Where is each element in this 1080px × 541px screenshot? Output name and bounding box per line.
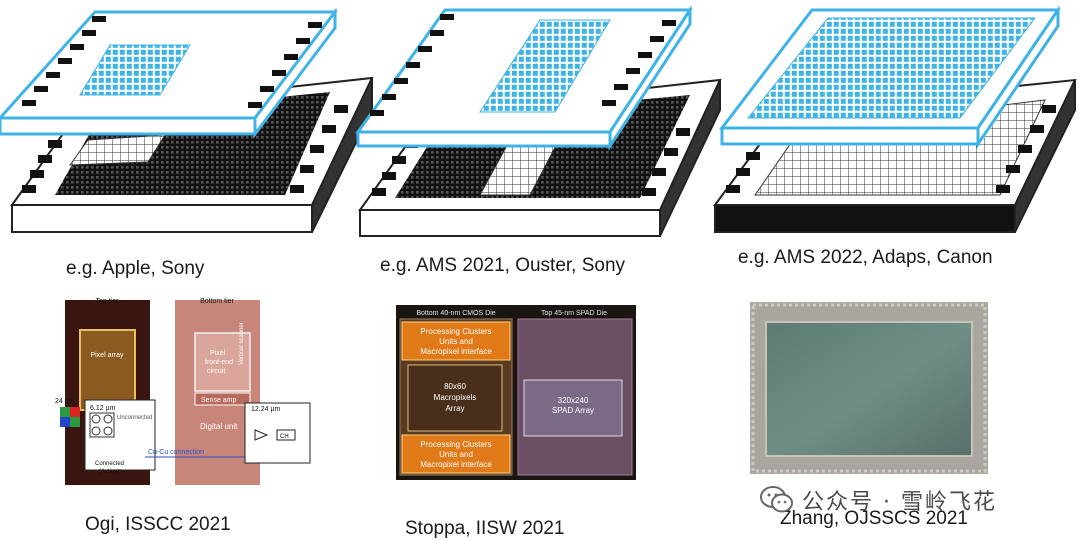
cucu-label: Cu-Cu connection	[148, 449, 204, 456]
sense-amp-label: Sense amp	[201, 397, 237, 404]
connected-label-2: (Active)	[99, 469, 119, 475]
spad-label-1: 320x240	[558, 396, 589, 405]
dim-24-label: 24 µm	[55, 398, 75, 405]
macropixel-array	[407, 364, 503, 432]
bottom-die-label: Bottom 40-nm CMOS Die	[416, 310, 495, 317]
vertical-scanner-label: Vertical scanner	[239, 322, 245, 365]
pixel-frontend-label-3: circuit	[207, 368, 225, 375]
caption-ams-2022: e.g. AMS 2022, Adaps, Canon	[738, 247, 993, 268]
processing-clusters-bottom	[401, 434, 511, 474]
proc-top-label-3: Macropixel interface	[420, 347, 492, 356]
macro-label-2: Macropixels	[434, 393, 477, 402]
macro-label-3: Array	[445, 404, 464, 413]
ch-label: CH	[280, 434, 289, 440]
caption-ogi: Ogi, ISSCC 2021	[85, 514, 231, 535]
pixel-array-region	[79, 329, 136, 411]
pixel-array-label: Pixel array	[90, 352, 124, 359]
stoppa-die-photo: Bottom 40-nm CMOS Die Top 45-nm SPAD Die…	[396, 305, 636, 480]
stacked-chip-diagrams	[0, 4, 1077, 237]
caption-apple-sony: e.g. Apple, Sony	[66, 258, 205, 279]
stacked-chip-3	[713, 5, 1077, 233]
unconnected-label: Unconnected	[117, 415, 152, 421]
proc-top-label-2: Units and	[439, 337, 473, 346]
processing-clusters-top	[401, 321, 511, 361]
stacked-chip-2	[355, 4, 722, 237]
watermark: 公众号 · 雪岭飞花	[760, 480, 1060, 520]
pixel-frontend-label-2: front-end	[205, 359, 233, 366]
dim-612-label: 6.12 µm	[90, 405, 116, 412]
watermark-text: 公众号 · 雪岭飞花	[802, 490, 997, 515]
zhang-die-photo	[750, 302, 988, 474]
proc-bot-label-2: Units and	[439, 450, 473, 459]
top-tier-label: Top tier	[96, 298, 120, 305]
spad-label-2: SPAD Array	[552, 406, 594, 415]
spad-array	[523, 379, 623, 437]
caption-ams-2021: e.g. AMS 2021, Ouster, Sony	[380, 255, 626, 276]
macro-label-1: 80x60	[444, 382, 466, 391]
wechat-icon	[760, 486, 793, 513]
connected-label-1: Connected	[95, 461, 124, 467]
bottom-tier-label: Bottom tier	[200, 298, 235, 305]
caption-stoppa: Stoppa, IISW 2021	[405, 518, 565, 539]
proc-bot-label-1: Processing Clusters	[420, 440, 491, 449]
pixel-frontend-label-1: Pixel	[210, 350, 226, 357]
stacked-chip-1	[0, 7, 374, 233]
proc-bot-label-3: Macropixel interface	[420, 460, 492, 469]
proc-top-label-1: Processing Clusters	[420, 327, 491, 336]
dim-1224-label: 12.24 µm	[251, 406, 280, 413]
caption-zhang: Zhang, OJSSCS 2021	[780, 508, 968, 529]
sensor-array	[765, 321, 973, 457]
digital-unit-label: Digital unit	[200, 422, 238, 431]
top-die-label: Top 45-nm SPAD Die	[541, 310, 607, 317]
ogi-die-photo: Top tier Bottom tier Pixel array Pixel f…	[55, 298, 311, 485]
